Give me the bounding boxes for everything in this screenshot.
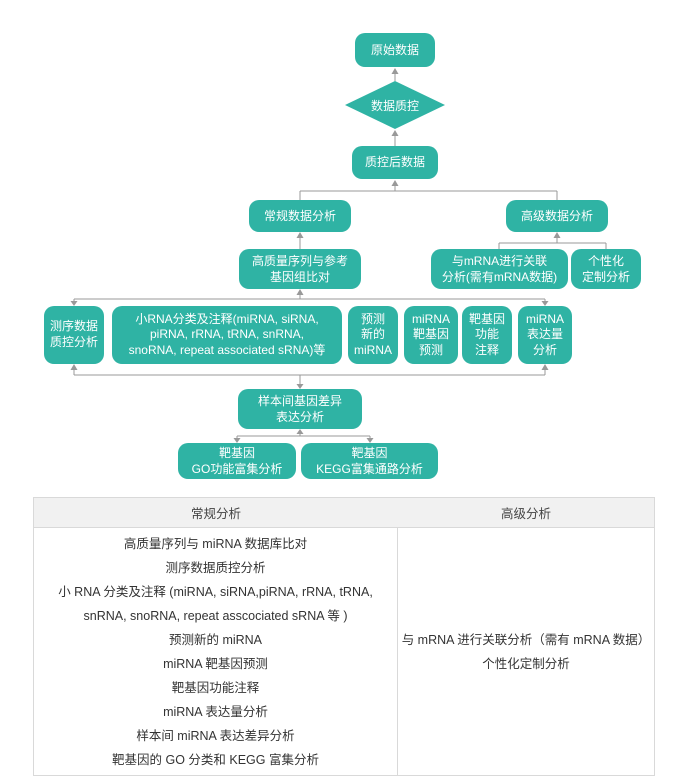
advanced-item: 与 mRNA 进行关联分析（需有 mRNA 数据） xyxy=(401,632,651,647)
node-advanced-analysis: 高级数据分析 xyxy=(506,200,608,232)
pipeline-flowchart: 原始数据 数据质控 质控后数据 常规数据分析 高级数据分析 高质量序列与参考 基… xyxy=(44,33,641,479)
regular-item: miRNA 表达量分析 xyxy=(163,704,268,719)
regular-item: 测序数据质控分析 xyxy=(165,560,266,575)
node-srna-classification: 小RNA分类及注释(miRNA, siRNA, piRNA, rRNA, tRN… xyxy=(112,306,342,364)
table-header-row: 常规分析 高级分析 xyxy=(34,498,654,528)
node-mrna-correlation: 与mRNA进行关联 分析(需有mRNA数据) xyxy=(431,249,568,289)
advanced-item: 个性化定制分析 xyxy=(482,656,570,671)
node-target-prediction: miRNA 靶基因 预测 xyxy=(404,306,458,364)
node-novel-mirna-prediction: 预测 新的 miRNA xyxy=(348,306,398,364)
regular-item: 小 RNA 分类及注释 (miRNA, siRNA,piRNA, rRNA, t… xyxy=(58,584,373,599)
regular-item: 靶基因功能注释 xyxy=(171,680,260,695)
node-diff-expression: 样本间基因差异 表达分析 xyxy=(238,389,362,429)
table-header-regular: 常规分析 xyxy=(190,507,241,521)
node-regular-analysis: 常规数据分析 xyxy=(249,200,351,232)
node-custom-analysis: 个性化 定制分析 xyxy=(571,249,641,289)
table-header-advanced: 高级分析 xyxy=(500,507,551,521)
node-data-qc-diamond: 数据质控 xyxy=(345,81,445,129)
regular-item: miRNA 靶基因预测 xyxy=(163,656,268,671)
node-go-enrichment: 靶基因 GO功能富集分析 xyxy=(178,443,296,479)
node-raw-data: 原始数据 xyxy=(355,33,435,67)
table-body-row: 高质量序列与 miRNA 数据库比对 测序数据质控分析 小 RNA 分类及注释 … xyxy=(34,528,654,775)
node-genome-alignment: 高质量序列与参考 基因组比对 xyxy=(239,249,361,289)
node-expression-analysis: miRNA 表达量 分析 xyxy=(518,306,572,364)
regular-analysis-cell: 高质量序列与 miRNA 数据库比对 测序数据质控分析 小 RNA 分类及注释 … xyxy=(34,528,398,775)
regular-item: snRNA, snoRNA, repeat asscociated sRNA 等… xyxy=(83,608,348,623)
node-kegg-enrichment: 靶基因 KEGG富集通路分析 xyxy=(301,443,438,479)
node-target-annotation: 靶基因 功能 注释 xyxy=(462,306,512,364)
regular-item: 高质量序列与 miRNA 数据库比对 xyxy=(123,536,308,551)
regular-item: 样本间 miRNA 表达差异分析 xyxy=(136,728,295,743)
analysis-summary-table: 常规分析 高级分析 高质量序列与 miRNA 数据库比对 测序数据质控分析 小 … xyxy=(33,497,655,776)
regular-item: 靶基因的 GO 分类和 KEGG 富集分析 xyxy=(112,752,319,767)
node-post-qc-data: 质控后数据 xyxy=(352,146,438,179)
regular-item: 预测新的 miRNA xyxy=(168,632,263,647)
node-seq-qc: 测序数据 质控分析 xyxy=(44,306,104,364)
advanced-analysis-cell: 与 mRNA 进行关联分析（需有 mRNA 数据） 个性化定制分析 xyxy=(398,528,654,775)
